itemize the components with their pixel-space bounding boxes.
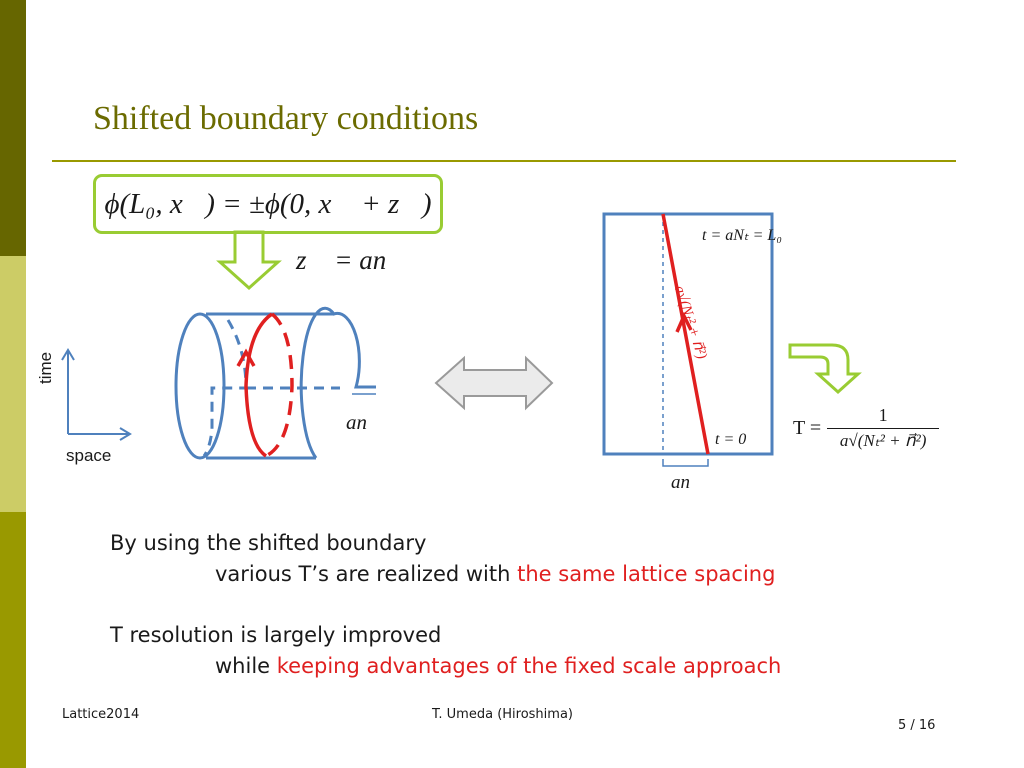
lattice-rectangle bbox=[602, 212, 774, 456]
footer-page-number: 5 / 16 bbox=[898, 718, 936, 733]
body-line-4-text: while bbox=[215, 654, 277, 678]
temperature-lhs: T = bbox=[793, 416, 822, 439]
sidebar-bottom-band bbox=[0, 512, 26, 768]
shift-label-lattice: an⃗ bbox=[671, 472, 705, 493]
body-line-4: while keeping advantages of the fixed sc… bbox=[215, 654, 781, 678]
z-definition: z⃗ = an⃗ bbox=[296, 245, 408, 275]
temperature-numerator: 1 bbox=[878, 405, 888, 425]
fraction-bar bbox=[827, 428, 940, 429]
body-line-3: T resolution is largely improved bbox=[110, 623, 442, 647]
boundary-equation: ϕ(L₀, x⃗) = ±ϕ(0, x⃗ + z⃗) bbox=[104, 187, 432, 220]
body-line-2-highlight: the same lattice spacing bbox=[517, 562, 776, 586]
boundary-equation-box: ϕ(L₀, x⃗) = ±ϕ(0, x⃗ + z⃗) bbox=[93, 174, 443, 234]
double-arrow-icon bbox=[434, 355, 554, 411]
curved-arrow-icon bbox=[788, 343, 862, 395]
body-line-2: various T’s are realized with the same l… bbox=[215, 562, 775, 586]
body-line-2-text: various T’s are realized with bbox=[215, 562, 518, 586]
shifted-path bbox=[661, 213, 710, 455]
title-divider bbox=[52, 160, 956, 162]
body-line-4-highlight: keeping advantages of the fixed scale ap… bbox=[276, 654, 782, 678]
slide-title: Shifted boundary conditions bbox=[93, 100, 479, 137]
time-axis-label: time bbox=[36, 351, 55, 384]
shift-label-cylinder: an⃗ bbox=[346, 410, 384, 434]
shift-brace bbox=[662, 459, 709, 467]
temperature-denominator: a√(Nₜ² + n⃗²) bbox=[839, 431, 927, 450]
space-axis-label: space bbox=[66, 446, 112, 465]
loop-path bbox=[236, 312, 294, 458]
footer-conference: Lattice2014 bbox=[62, 707, 140, 722]
temperature-formula: T = 1 a√(Nₜ² + n⃗²) bbox=[793, 405, 940, 451]
temperature-fraction: 1 a√(Nₜ² + n⃗²) bbox=[827, 405, 940, 451]
time-zero-label: t = 0 bbox=[715, 431, 747, 448]
axes-icon bbox=[61, 348, 132, 441]
sidebar-middle-band bbox=[0, 256, 26, 512]
footer-author: T. Umeda (Hiroshima) bbox=[432, 707, 573, 722]
sidebar-top-band bbox=[0, 0, 26, 256]
down-arrow-icon bbox=[216, 230, 282, 291]
time-extent-label: t = aNₜ = L₀ bbox=[702, 227, 782, 244]
body-line-1: By using the shifted boundary bbox=[110, 531, 427, 555]
cylinder-diagram bbox=[174, 306, 376, 460]
